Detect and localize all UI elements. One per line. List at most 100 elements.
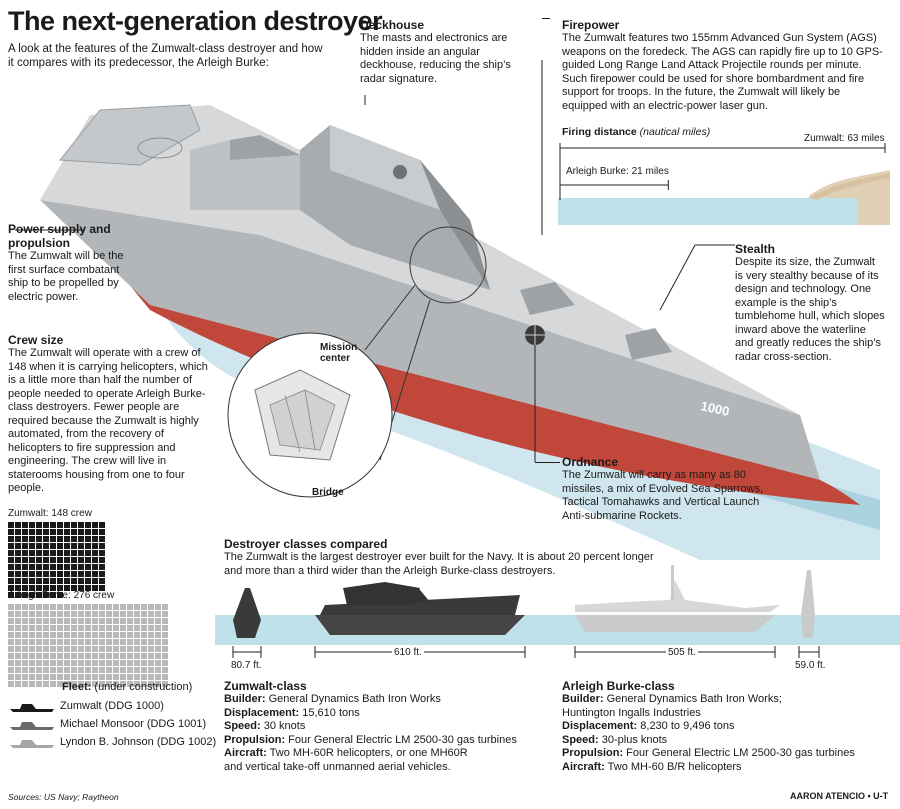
crew-member bbox=[36, 667, 42, 673]
crew-member bbox=[148, 618, 154, 624]
crew-member bbox=[36, 557, 42, 563]
crew-member bbox=[64, 536, 70, 542]
crew-member bbox=[57, 578, 63, 584]
crew-member bbox=[71, 646, 77, 652]
firing-distance-chart bbox=[558, 143, 890, 225]
crew-member bbox=[64, 578, 70, 584]
crew-member bbox=[113, 674, 119, 680]
crew-member bbox=[113, 632, 119, 638]
crew-member bbox=[22, 667, 28, 673]
crew-member bbox=[85, 653, 91, 659]
burke-specs: Arleigh Burke-class Builder: General Dyn… bbox=[562, 679, 892, 774]
crew-member bbox=[106, 639, 112, 645]
bridge-label: Bridge bbox=[312, 487, 344, 498]
crew-member bbox=[29, 618, 35, 624]
crew-member bbox=[57, 522, 63, 528]
crew-member bbox=[78, 625, 84, 631]
crew-member bbox=[15, 543, 21, 549]
crew-member bbox=[127, 632, 133, 638]
crew-member bbox=[22, 639, 28, 645]
crew-heading: Crew size bbox=[8, 333, 64, 347]
crew-member bbox=[134, 604, 140, 610]
crew-member bbox=[64, 564, 70, 570]
crew-member bbox=[99, 585, 105, 591]
crew-member bbox=[120, 618, 126, 624]
crew-member bbox=[113, 667, 119, 673]
crew-member bbox=[85, 625, 91, 631]
crew-member bbox=[50, 618, 56, 624]
crew-member bbox=[36, 592, 42, 598]
crew-member bbox=[71, 667, 77, 673]
crew-member bbox=[155, 653, 161, 659]
crew-member bbox=[120, 660, 126, 666]
crew-member bbox=[64, 604, 70, 610]
crew-member bbox=[92, 543, 98, 549]
spec-row: Aircraft: Two MH-60R helicopters, or one… bbox=[224, 747, 468, 759]
crew-member bbox=[29, 578, 35, 584]
zumwalt-end-view bbox=[233, 588, 261, 638]
crew-member bbox=[92, 639, 98, 645]
crew-member bbox=[162, 667, 168, 673]
crew-member bbox=[64, 646, 70, 652]
crew-member bbox=[85, 571, 91, 577]
crew-member bbox=[22, 550, 28, 556]
crew-member bbox=[71, 550, 77, 556]
crew-member bbox=[162, 674, 168, 680]
crew-member bbox=[99, 529, 105, 535]
crew-member bbox=[99, 674, 105, 680]
crew-member bbox=[22, 660, 28, 666]
crew-member bbox=[71, 571, 77, 577]
crew-member bbox=[15, 653, 21, 659]
ship-icon bbox=[10, 740, 54, 748]
crew-member bbox=[99, 522, 105, 528]
crew-member bbox=[141, 604, 147, 610]
crew-member bbox=[15, 550, 21, 556]
crew-member bbox=[15, 660, 21, 666]
crew-member bbox=[43, 529, 49, 535]
crew-member bbox=[8, 653, 14, 659]
page-subtitle: A look at the features of the Zumwalt-cl… bbox=[8, 43, 323, 69]
crew-member bbox=[8, 585, 14, 591]
crew-member bbox=[22, 681, 28, 687]
crew-member bbox=[57, 543, 63, 549]
crew-member bbox=[162, 632, 168, 638]
crew-member bbox=[22, 646, 28, 652]
crew-member bbox=[15, 625, 21, 631]
crew-member bbox=[36, 522, 42, 528]
crew-member bbox=[134, 667, 140, 673]
crew-member bbox=[8, 529, 14, 535]
crew-member bbox=[22, 564, 28, 570]
gun-turret-1 bbox=[520, 282, 575, 315]
crew-member bbox=[15, 578, 21, 584]
crew-member bbox=[50, 592, 56, 598]
crew-member bbox=[78, 674, 84, 680]
zumwalt-range-label: Zumwalt: 63 miles bbox=[804, 133, 885, 144]
crew-member bbox=[15, 522, 21, 528]
compare-heading: Destroyer classes compared bbox=[224, 537, 388, 551]
crew-member bbox=[15, 529, 21, 535]
crew-member bbox=[162, 660, 168, 666]
crew-member bbox=[50, 557, 56, 563]
crew-member bbox=[92, 674, 98, 680]
crew-member bbox=[8, 604, 14, 610]
crew-member bbox=[57, 667, 63, 673]
crew-member bbox=[43, 578, 49, 584]
crew-member bbox=[71, 557, 77, 563]
crew-member bbox=[22, 522, 28, 528]
crew-member bbox=[57, 585, 63, 591]
crew-member bbox=[85, 578, 91, 584]
crew-member bbox=[50, 543, 56, 549]
crew-member bbox=[8, 550, 14, 556]
crew-member bbox=[99, 653, 105, 659]
crew-member bbox=[113, 660, 119, 666]
burke-range-label: Arleigh Burke: 21 miles bbox=[566, 166, 669, 177]
crew-member bbox=[85, 604, 91, 610]
crew-member bbox=[134, 639, 140, 645]
firepower-heading: Firepower bbox=[562, 18, 620, 32]
crew-member bbox=[64, 625, 70, 631]
crew-member bbox=[29, 592, 35, 598]
spec-row: Aircraft: Two MH-60 B/R helicopters bbox=[562, 760, 742, 773]
crew-member bbox=[36, 639, 42, 645]
crew-member bbox=[148, 632, 154, 638]
crew-member bbox=[155, 639, 161, 645]
